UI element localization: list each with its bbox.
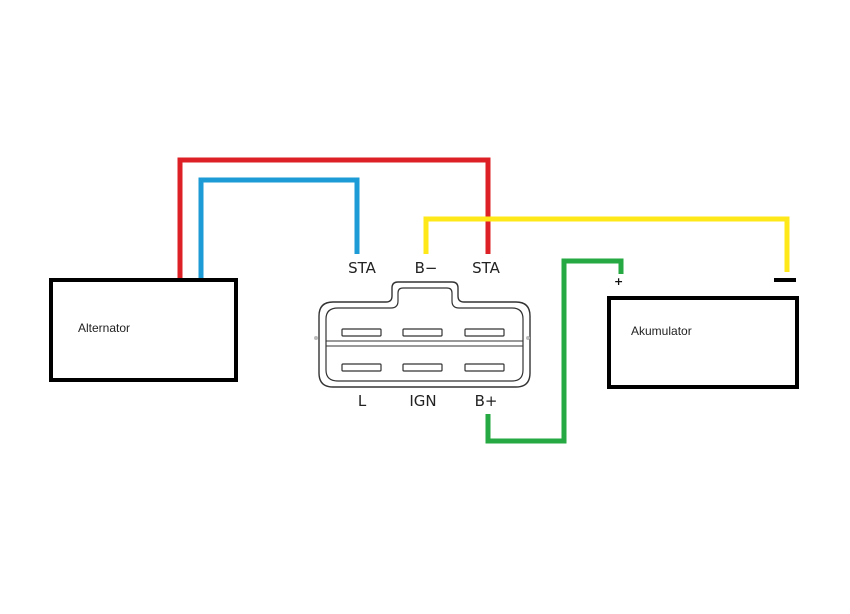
battery-label: Akumulator [631,324,692,338]
alternator-box [49,278,238,382]
yellow-wire [423,216,790,272]
pin-label-b-plus: B+ [475,392,498,410]
pin-slot-ign [402,363,443,372]
connector-latch-dot [314,336,318,340]
connector-latch-dot [526,336,530,340]
green-wire [485,258,624,444]
red-wire [177,157,491,281]
connector [314,281,531,388]
pin-label-sta-right: STA [472,259,501,277]
connector-inner-shell [325,287,524,382]
pin-slot-b-plus [464,363,505,372]
battery-positive-terminal: + [614,275,623,288]
blue-wire [198,177,360,281]
pin-label-sta-left: STA [348,259,377,277]
pin-label-b-minus: B− [415,259,438,277]
battery-box [607,296,799,389]
pin-slot-sta-left [341,328,382,337]
pin-slot-b-minus [402,328,443,337]
pin-label-l: L [358,392,367,410]
battery-negative-terminal [774,278,796,282]
pin-slot-l [341,363,382,372]
pin-label-ign: IGN [409,392,436,410]
pin-slot-sta-right [464,328,505,337]
alternator-label: Alternator [78,321,130,335]
